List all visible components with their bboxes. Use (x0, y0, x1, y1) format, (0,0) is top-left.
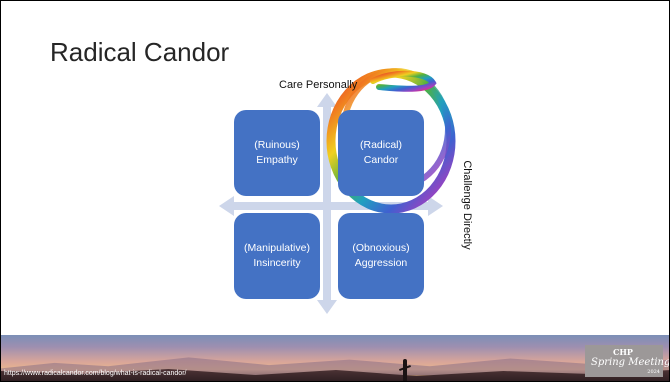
care-personally-label: Care Personally (279, 79, 358, 91)
quadrant-ruinous-empathy: (Ruinous) Empathy (234, 110, 320, 196)
quadrant-obnoxious-aggression: (Obnoxious) Aggression (338, 213, 424, 299)
quadrant-name: Insincerity (253, 257, 301, 269)
quadrant-qualifier: (Manipulative) (244, 242, 310, 254)
quadrant-manipulative-insincerity: (Manipulative) Insincerity (234, 213, 320, 299)
logo-brand: CHP (613, 347, 633, 357)
quadrant-name: Candor (363, 154, 399, 166)
horizontal-axis-arrow (219, 196, 443, 216)
logo-script: Spring Meeting (591, 357, 670, 368)
quadrant-qualifier: (Obnoxious) (352, 242, 410, 254)
footer-banner: https://www.radicalcandor.com/blog/what-… (1, 335, 669, 381)
challenge-directly-label: Challenge Directly (461, 160, 473, 250)
quadrant-name: Empathy (256, 154, 298, 166)
quadrant-qualifier: (Radical) (359, 139, 402, 151)
slide-title: Radical Candor (50, 37, 230, 67)
spring-meeting-logo: CHP Spring Meeting 2024 (585, 345, 669, 377)
quadrant-radical-candor: (Radical) Candor (338, 110, 424, 196)
person-silhouette-icon (403, 359, 407, 381)
logo-year: 2024 (647, 369, 660, 375)
source-url[interactable]: https://www.radicalcandor.com/blog/what-… (4, 370, 187, 377)
quadrant-name: Aggression (354, 257, 408, 269)
landscape-silhouette (1, 369, 669, 381)
quadrant-qualifier: (Ruinous) (254, 139, 300, 151)
